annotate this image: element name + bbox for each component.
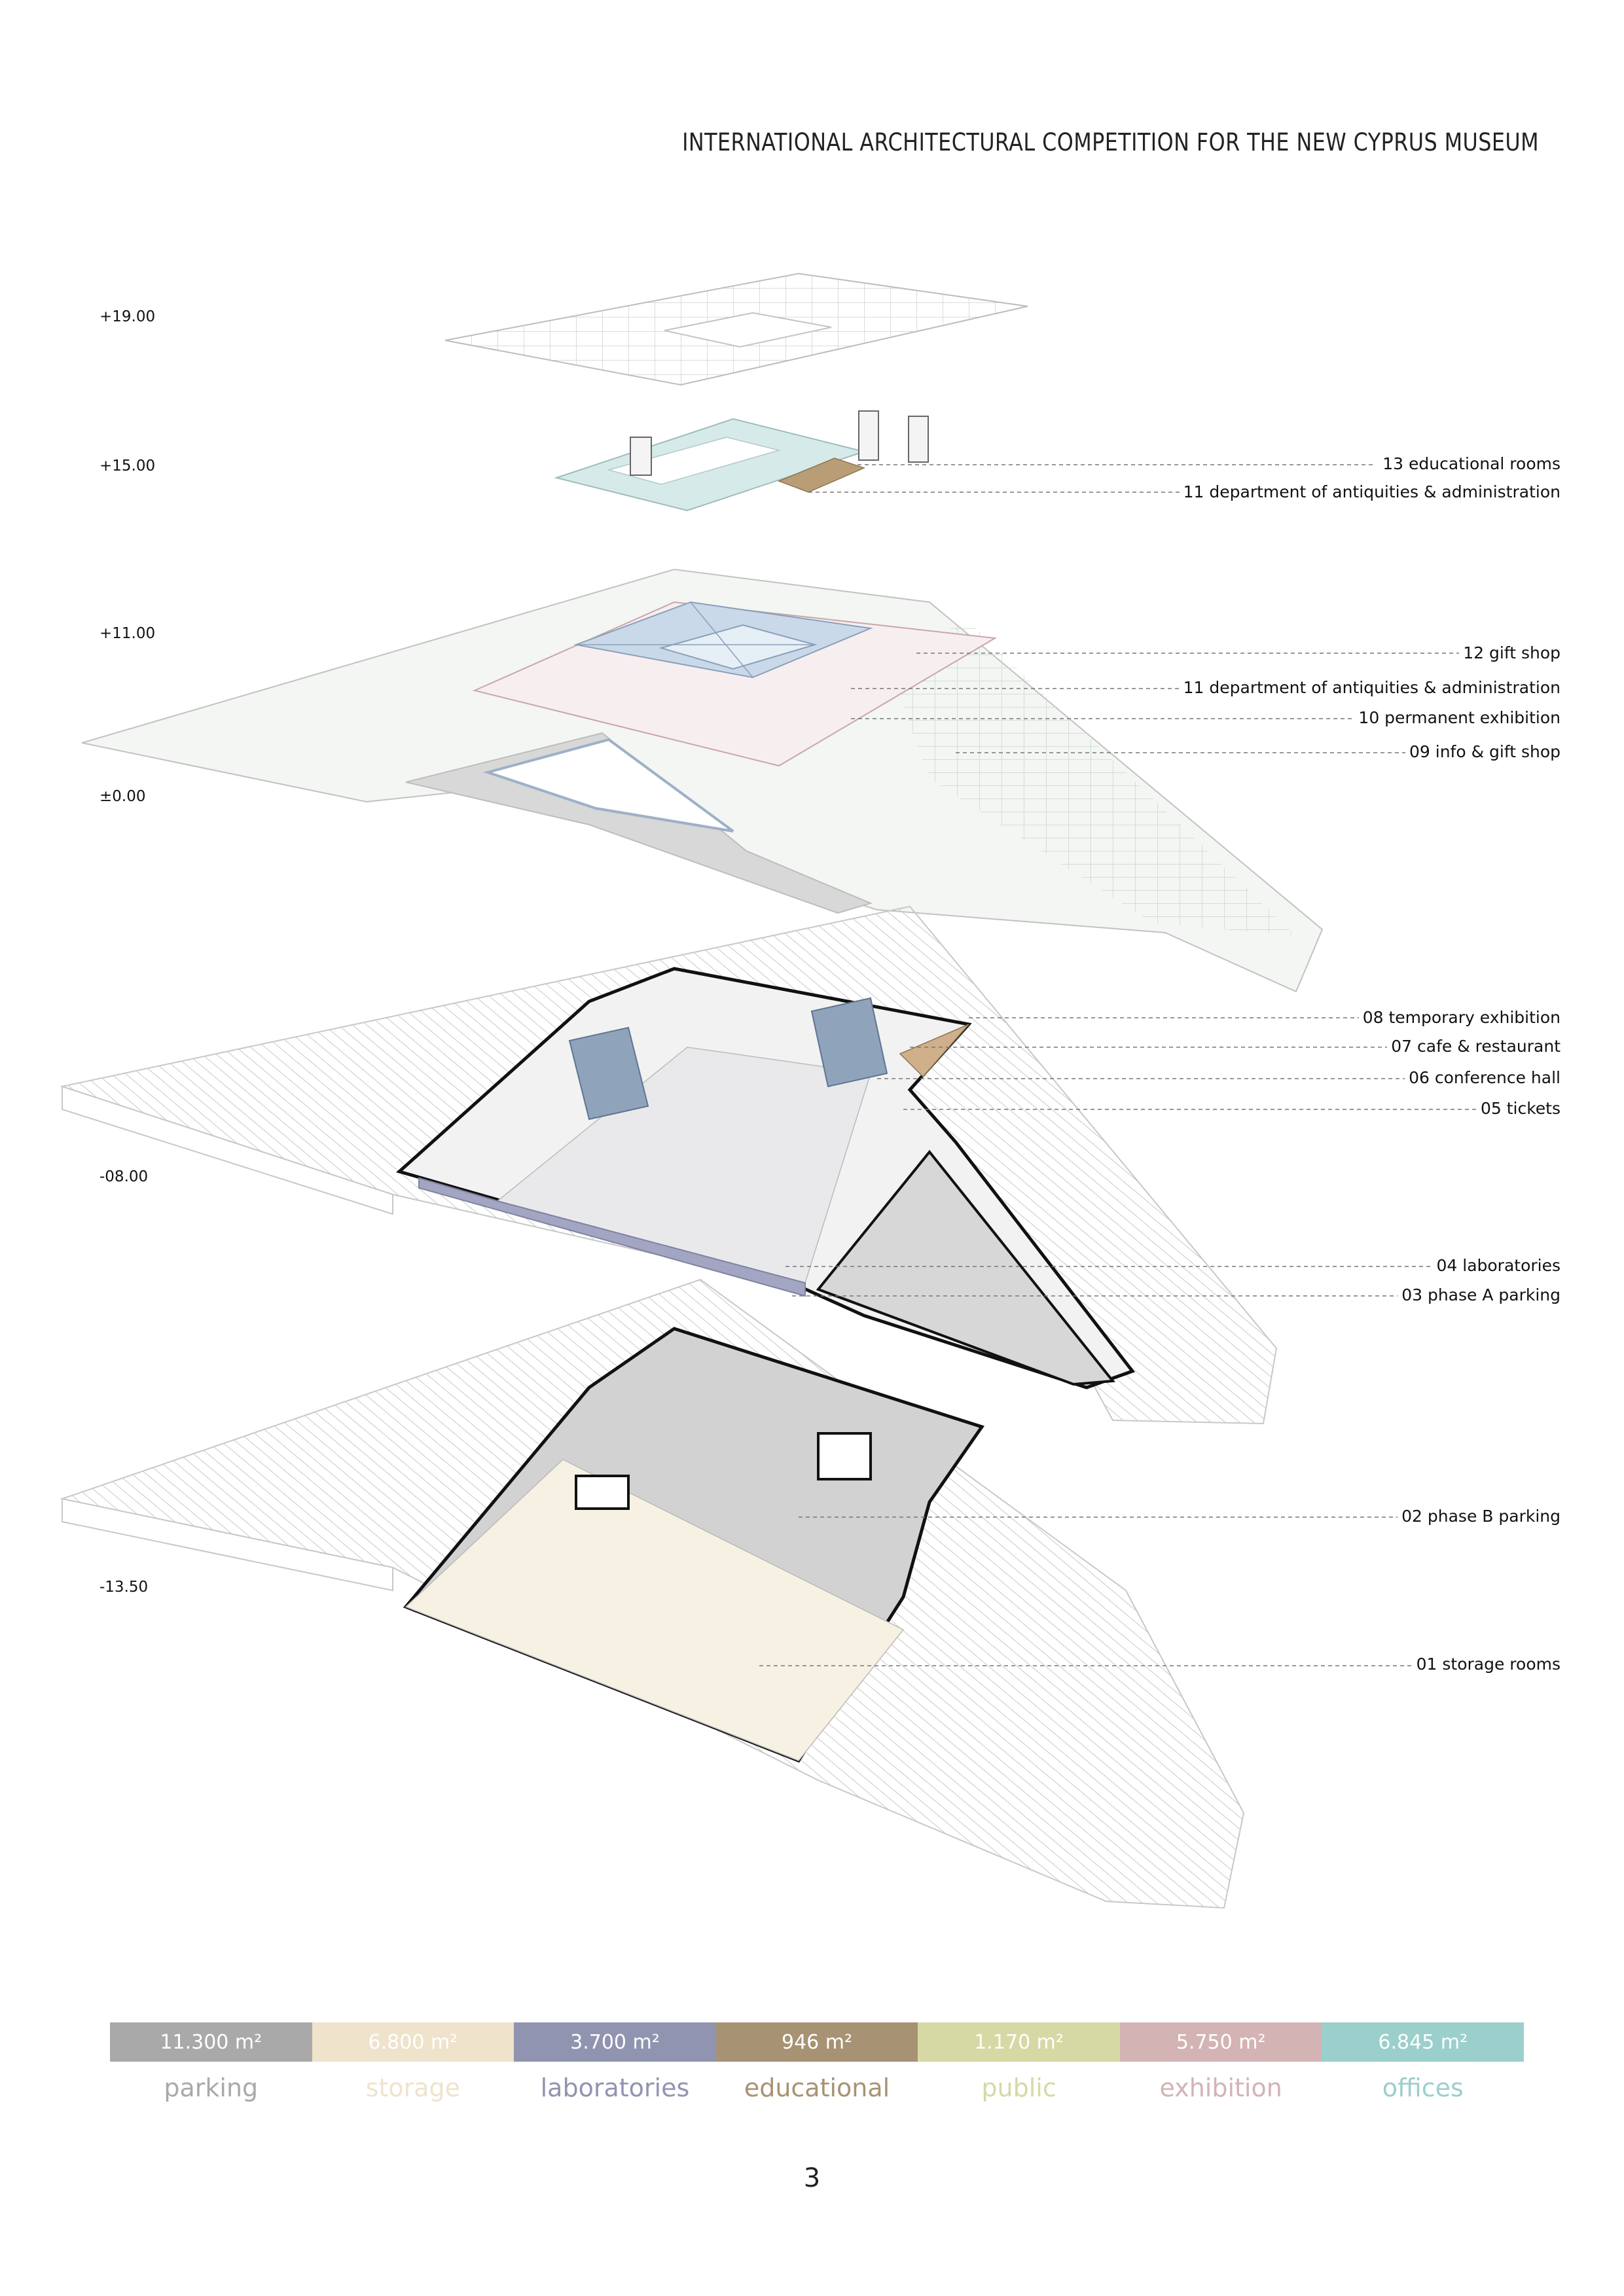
space-label: 04 laboratories: [1432, 1256, 1561, 1275]
legend-name-public: public: [981, 2073, 1056, 2102]
level-label: ±0.00: [99, 788, 146, 805]
legend-swatch-public: 1.170 m²: [918, 2022, 1120, 2062]
space-label: 02 phase B parking: [1398, 1507, 1561, 1526]
space-label: 01 storage rooms: [1412, 1655, 1561, 1674]
level-label: -08.00: [99, 1168, 149, 1185]
legend-swatch-educational: 946 m²: [715, 2022, 918, 2062]
space-label: 08 temporary exhibition: [1358, 1008, 1561, 1027]
space-label: 09 info & gift shop: [1405, 742, 1561, 761]
leader-lines: [759, 464, 1479, 1666]
level-minus-13-slab: [60, 1278, 1245, 1909]
level-label: +11.00: [99, 625, 156, 642]
space-label: 06 conference hall: [1405, 1068, 1561, 1087]
space-label: 11 department of antiquities & administr…: [1179, 678, 1561, 697]
legend-swatch-parking: 11.300 m²: [110, 2022, 312, 2062]
legend-name-laboratories: laboratories: [540, 2073, 690, 2102]
legend-name-educational: educational: [744, 2073, 890, 2102]
space-label: 03 phase A parking: [1398, 1285, 1561, 1304]
legend-swatch-offices: 6.845 m²: [1322, 2022, 1525, 2062]
space-label: 07 cafe & restaurant: [1387, 1037, 1561, 1056]
space-label: 12 gift shop: [1459, 643, 1561, 662]
page-number: 3: [803, 2163, 821, 2193]
level-minus-08-slab: [60, 905, 1278, 1425]
roof-level-slab: [444, 272, 1028, 386]
space-label: 11 department of antiquities & administr…: [1179, 482, 1561, 501]
space-label: 13 educational rooms: [1379, 454, 1561, 473]
legend-swatch-storage: 6.800 m²: [312, 2022, 514, 2062]
level-label: -13.50: [99, 1579, 149, 1596]
level-plus-15-slab: [554, 410, 929, 512]
legend-swatch-exhibition: 5.750 m²: [1119, 2022, 1322, 2062]
ground-level-slab: [81, 568, 1324, 993]
legend-swatches: 11.300 m² 6.800 m² 3.700 m² 946 m² 1.170…: [110, 2022, 1525, 2062]
legend-swatch-laboratories: 3.700 m²: [514, 2022, 716, 2062]
page-title: INTERNATIONAL ARCHITECTURAL COMPETITION …: [682, 128, 1539, 156]
level-label: +15.00: [99, 457, 156, 475]
level-label: +19.00: [99, 308, 156, 325]
legend-name-storage: storage: [365, 2073, 461, 2102]
legend-name-parking: parking: [164, 2073, 259, 2102]
space-label: 10 permanent exhibition: [1354, 708, 1561, 727]
area-legend: 11.300 m² 6.800 m² 3.700 m² 946 m² 1.170…: [110, 2022, 1525, 2102]
legend-name-exhibition: exhibition: [1159, 2073, 1282, 2102]
legend-names: parking storage laboratories educational…: [110, 2062, 1524, 2102]
space-label: 05 tickets: [1476, 1099, 1561, 1118]
legend-name-offices: offices: [1382, 2073, 1464, 2102]
